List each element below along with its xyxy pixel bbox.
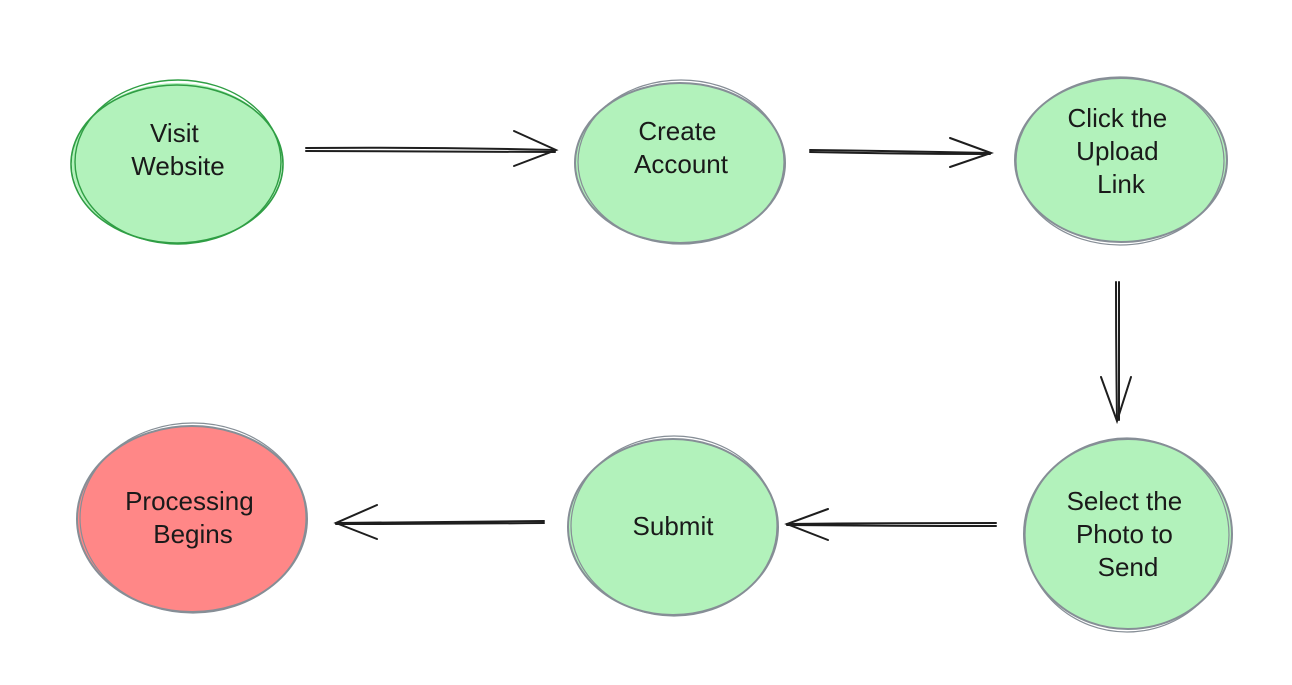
edge-create-to-upload: [809, 137, 994, 168]
node-select-photo: Select the Photo to Send: [1023, 437, 1233, 633]
arrowhead-icon: [1100, 376, 1132, 425]
node-label-line: Website: [131, 151, 224, 181]
node-submit-shape: [568, 439, 778, 615]
node-create-account-shape: [575, 83, 785, 243]
node-create-account-label: Create Account: [634, 116, 729, 179]
node-click-upload-link-sketch-stroke: [1015, 76, 1225, 246]
node-visit-website-outline: [70, 84, 284, 244]
node-label-line: Begins: [153, 519, 233, 549]
node-label-line: Processing: [125, 486, 254, 516]
node-select-photo-label: Select the Photo to Send: [1067, 486, 1190, 582]
node-processing-begins: Processing Begins: [76, 422, 308, 614]
edge-upload-to-select: [1100, 281, 1132, 425]
edge-line: [786, 524, 997, 527]
node-label-line: Create: [638, 116, 716, 146]
edge-select-to-submit: [784, 508, 997, 541]
edge-line: [335, 522, 545, 525]
node-label-line: Link: [1097, 169, 1146, 199]
node-visit-website-label: Visit Website: [131, 118, 224, 181]
edge-submit-to-processing: [333, 504, 545, 540]
arrowhead-icon: [784, 508, 829, 541]
node-create-account: Create Account: [574, 79, 786, 245]
edge-line: [305, 146, 556, 151]
node-processing-begins-outline: [76, 425, 308, 613]
node-click-upload-link-label: Click the Upload Link: [1068, 103, 1175, 199]
node-label-line: Upload: [1076, 136, 1158, 166]
node-processing-begins-label: Processing Begins: [125, 486, 261, 549]
edge-line: [1115, 281, 1118, 421]
node-click-upload-link: Click the Upload Link: [1014, 76, 1228, 246]
node-select-photo-sketch-stroke: [1024, 437, 1230, 633]
node-click-upload-link-outline: [1014, 77, 1228, 243]
node-submit-label: Submit: [633, 511, 715, 541]
node-label-line: Submit: [633, 511, 715, 541]
node-visit-website: Visit Website: [70, 79, 284, 245]
node-label-line: Select the: [1067, 486, 1183, 516]
node-submit-outline: [567, 438, 779, 616]
node-select-photo-shape: [1024, 439, 1232, 629]
arrowhead-icon: [333, 504, 378, 540]
node-submit-sketch-stroke: [570, 435, 778, 617]
node-label-line: Photo to: [1076, 519, 1173, 549]
node-visit-website-shape: [72, 83, 282, 243]
arrowhead-icon: [949, 137, 994, 168]
node-create-account-sketch-stroke: [577, 79, 785, 245]
node-processing-begins-sketch-stroke: [79, 422, 307, 614]
edge-line: [305, 150, 556, 153]
edge-line: [809, 151, 991, 155]
edge-visit-to-create: [305, 130, 559, 167]
node-label-line: Click the: [1068, 103, 1168, 133]
node-label-line: Visit: [150, 118, 199, 148]
node-click-upload-link-shape: [1015, 78, 1227, 242]
edge-line: [809, 149, 991, 154]
node-select-photo-outline: [1023, 438, 1233, 630]
node-processing-begins-shape: [77, 426, 307, 612]
node-create-account-outline: [574, 82, 786, 244]
node-visit-website-sketch-stroke: [74, 79, 282, 245]
node-submit: Submit: [567, 435, 779, 617]
edge-line: [335, 520, 545, 524]
node-label-line: Account: [634, 149, 729, 179]
node-label-line: Send: [1098, 552, 1159, 582]
edge-line: [786, 522, 997, 525]
arrowhead-icon: [513, 130, 559, 167]
